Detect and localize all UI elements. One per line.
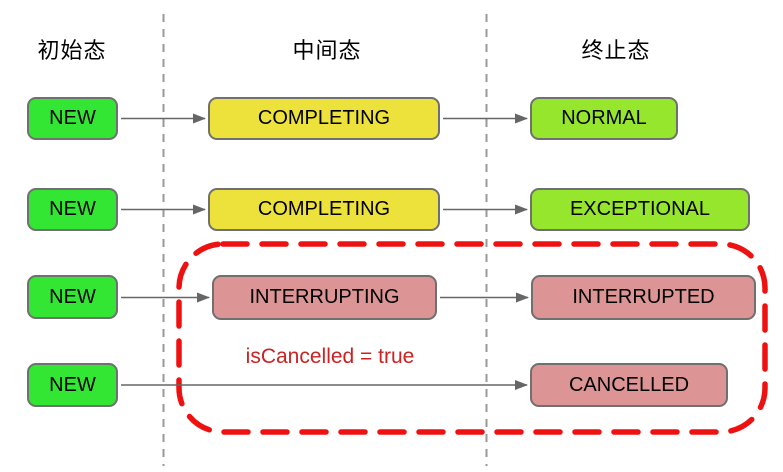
column-header-final: 终止态 [581,38,651,63]
column-header-initial: 初始态 [37,38,107,63]
state-box-completing-2: COMPLETING [208,188,440,231]
state-box-new-4: NEW [27,363,118,407]
column-header-intermediate: 中间态 [292,38,362,63]
state-box-new-2: NEW [27,188,118,231]
state-box-new-3: NEW [27,275,118,319]
state-box-cancelled: CANCELLED [530,363,728,407]
state-box-interrupted: INTERRUPTED [531,275,756,320]
cancel-annotation: isCancelled = true [245,345,415,368]
state-box-exceptional: EXCEPTIONAL [530,188,750,231]
state-box-completing-1: COMPLETING [208,97,440,140]
state-box-normal: NORMAL [530,97,678,140]
state-box-interrupting: INTERRUPTING [212,275,437,320]
state-box-new-1: NEW [27,97,118,140]
